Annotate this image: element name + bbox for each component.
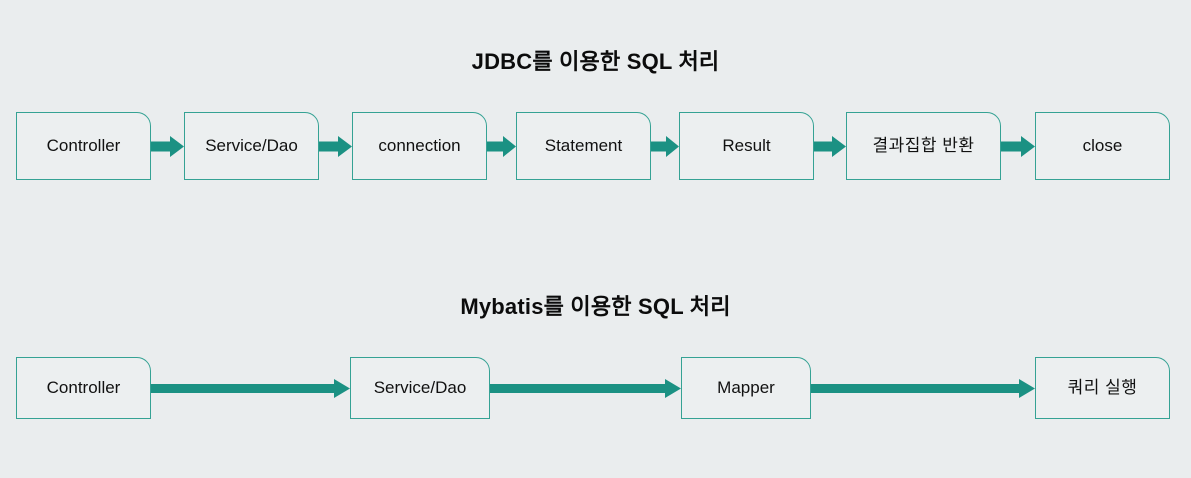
jdbc-step-label-connection: connection (378, 136, 461, 155)
jdbc-arrow-1 (151, 136, 184, 157)
mybatis-arrow-3 (811, 379, 1035, 398)
jdbc-arrow-4 (651, 136, 679, 157)
mybatis-step-label-controller: Controller (46, 378, 121, 397)
mybatis-flow-row: Controller Service/Dao Mapper 쿼리 실행 (0, 357, 1191, 427)
jdbc-step-label-result-set-return: 결과집합 반환 (872, 136, 975, 155)
mybatis-step-box-service-dao[interactable]: Service/Dao (350, 357, 490, 419)
mybatis-arrow-2 (490, 379, 681, 398)
jdbc-step-box-connection[interactable]: connection (352, 112, 487, 180)
mybatis-step-label-query-execute: 쿼리 실행 (1067, 378, 1138, 397)
jdbc-arrow-2 (319, 136, 352, 157)
jdbc-arrow-6 (1001, 136, 1035, 157)
mybatis-step-label-service-dao: Service/Dao (373, 378, 467, 397)
mybatis-arrow-1 (151, 379, 350, 398)
jdbc-arrow-3 (487, 136, 516, 157)
mybatis-step-box-mapper[interactable]: Mapper (681, 357, 811, 419)
mybatis-step-label-mapper: Mapper (717, 378, 775, 397)
jdbc-step-box-controller[interactable]: Controller (16, 112, 151, 180)
jdbc-section-title: JDBC를 이용한 SQL 처리 (471, 49, 720, 74)
jdbc-arrow-5 (814, 136, 846, 157)
mybatis-section-title: Mybatis를 이용한 SQL 처리 (460, 294, 731, 319)
jdbc-step-label-statement: Statement (544, 136, 623, 155)
jdbc-step-label-close: close (1082, 136, 1123, 155)
jdbc-step-box-service-dao[interactable]: Service/Dao (184, 112, 319, 180)
jdbc-step-box-statement[interactable]: Statement (516, 112, 651, 180)
mybatis-step-box-controller[interactable]: Controller (16, 357, 151, 419)
jdbc-flow-row: Controller Service/Dao connection Statem… (0, 112, 1191, 182)
jdbc-step-label-service-dao: Service/Dao (205, 136, 298, 155)
jdbc-step-box-result-set-return[interactable]: 결과집합 반환 (846, 112, 1001, 180)
jdbc-step-box-close[interactable]: close (1035, 112, 1170, 180)
jdbc-step-label-result: Result (722, 136, 771, 155)
jdbc-step-box-result[interactable]: Result (679, 112, 814, 180)
mybatis-step-box-query-execute[interactable]: 쿼리 실행 (1035, 357, 1170, 419)
jdbc-step-label-controller: Controller (46, 136, 121, 155)
